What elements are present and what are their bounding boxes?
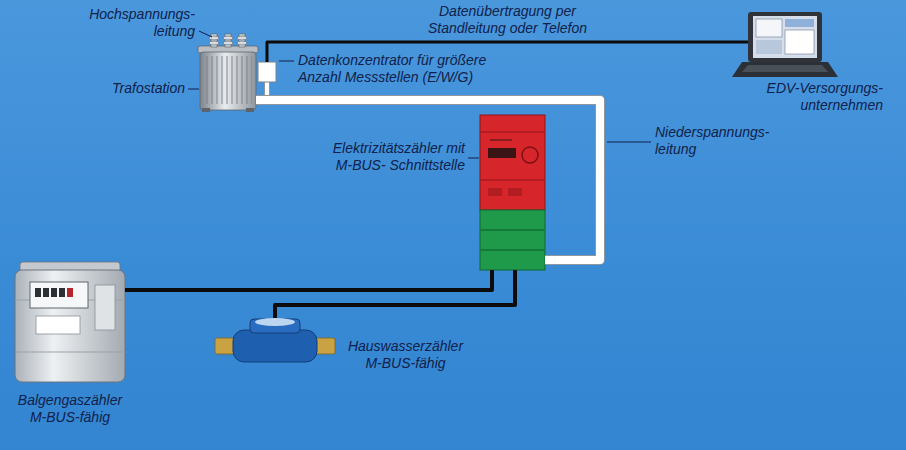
water-meter: Hauswasserzähler M-BUS-fähig	[215, 318, 335, 365]
device-label: Datenkonzentrator für größere Anzahl Mes…	[298, 52, 513, 86]
data-cable	[125, 270, 492, 290]
laptop-picture	[732, 12, 838, 77]
line-label: Hochspannungs- leitung	[80, 6, 195, 40]
device-label: EDV-Versorgungs- unternehmen	[748, 80, 883, 114]
connection-label: Datenübertragung per Standleitung oder T…	[408, 3, 608, 37]
leader-lines	[188, 31, 651, 158]
power-cable	[256, 100, 600, 260]
electricity-meter-picture	[480, 115, 545, 270]
transformer-station: Trafostation	[200, 30, 256, 112]
device-label: Trafostation	[70, 80, 185, 97]
gas-meter: Balgengaszähler M-BUS-fähig	[15, 262, 125, 382]
data-cable	[275, 270, 515, 318]
line-label: Niederspannungs- leitung	[655, 124, 780, 158]
data-concentrator: Datenkonzentrator für größere Anzahl Mes…	[258, 62, 276, 82]
utility-computer: EDV-Versorgungs- unternehmen	[748, 12, 822, 62]
device-label: Elektrizitätszähler mit M-BUS- Schnittst…	[330, 140, 465, 174]
device-label: Balgengaszähler M-BUS-fähig	[15, 392, 125, 426]
concentrator-picture	[258, 62, 276, 97]
cable-outline	[256, 100, 600, 260]
device-label: Hauswasserzähler M-BUS-fähig	[343, 338, 468, 372]
water-meter-picture	[215, 318, 335, 362]
transformer-picture	[198, 34, 258, 112]
gas-meter-picture	[15, 262, 125, 382]
electricity-meter: Elektrizitätszähler mit M-BUS- Schnittst…	[480, 115, 545, 270]
